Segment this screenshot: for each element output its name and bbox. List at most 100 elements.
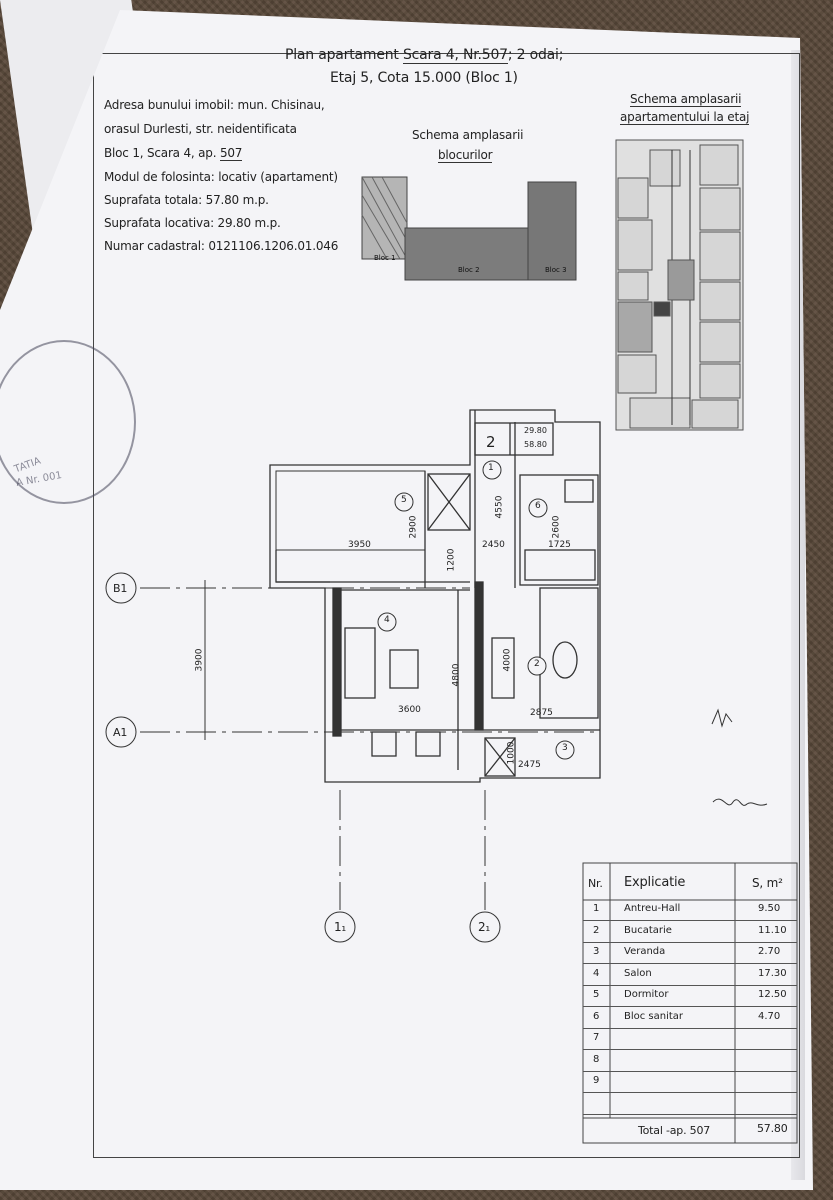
- dim-1725: 1725: [548, 540, 571, 550]
- table-cell-s: 2.70: [758, 946, 781, 957]
- block-schema: Bloc 1 Bloc 2 Bloc 3: [361, 176, 577, 281]
- dim-2600: 2600: [551, 515, 562, 539]
- plan-title-line1: Plan apartament Scara 4, Nr.507; 2 odai;: [285, 47, 564, 64]
- dim-1000: 1000: [506, 741, 517, 765]
- table-cell-nr: 6: [593, 1010, 600, 1022]
- bloc2-label: Bloc 2: [458, 266, 480, 274]
- outer-walls: [269, 409, 601, 783]
- table-row-divider: [583, 941, 797, 943]
- dim-4800: 4800: [451, 663, 462, 687]
- axis-1-label: 1₁: [334, 920, 347, 934]
- table-row-divider: [583, 1049, 797, 1050]
- table-row-divider: [583, 1027, 797, 1029]
- schema-etaj-title1-text: Schema amplasarii: [630, 92, 742, 107]
- table-cell-nr: 7: [593, 1032, 600, 1043]
- table-cell-nr: 4: [593, 967, 600, 979]
- title-suffix: ; 2 odai;: [507, 47, 564, 63]
- table-row-divider: [583, 984, 797, 986]
- address-line2: orasul Durlesti, str. neidentificata: [104, 122, 297, 136]
- address-line1: Adresa bunului imobil: mun. Chisinau,: [104, 98, 325, 112]
- table-cell-s: 9.50: [758, 903, 781, 914]
- table-row-divider: [583, 1092, 797, 1093]
- title-prefix: Plan apartament: [285, 47, 399, 63]
- table-header-explicatie: Explicatie: [624, 875, 686, 890]
- axis-a1-label: A1: [113, 726, 128, 739]
- floor-plan-drawing: Bloc 1 Bloc 2 Bloc 3: [105, 139, 798, 1144]
- table-row-divider: [583, 1006, 797, 1007]
- address-ap: 507: [219, 146, 243, 161]
- table-cell-name: Salon: [624, 967, 652, 979]
- axis-2-label: 2₁: [478, 920, 491, 934]
- suprafata-locativa: Suprafata locativa: 29.80 m.p.: [104, 216, 281, 230]
- explanations-table-frame: [582, 862, 798, 1144]
- table-cell-s: 4.70: [758, 1010, 781, 1022]
- axis-b1-label: B1: [113, 582, 128, 595]
- axes: [105, 572, 600, 943]
- schema-etaj-title2-text: apartamentului la etaj: [620, 110, 750, 125]
- table-row-divider: [583, 920, 797, 921]
- axis-b1-marker: [105, 572, 137, 604]
- dim-4550: 4550: [494, 495, 505, 519]
- bloc3-label: Bloc 3: [545, 266, 567, 274]
- title-scara: Scara 4, Nr.507: [402, 47, 508, 64]
- dim-4000: 4000: [502, 648, 513, 672]
- room-number-1: 1: [488, 463, 494, 473]
- signature-1: [711, 708, 733, 728]
- table-row-divider: [583, 1070, 797, 1072]
- page-edge: [791, 50, 805, 1180]
- room-number-2: 2: [534, 659, 540, 669]
- table-cell-nr: 1: [593, 903, 600, 914]
- table-cell-nr: 2: [593, 924, 600, 936]
- table-cell-nr: 5: [593, 989, 600, 1000]
- table-cell-name: Bloc sanitar: [624, 1010, 684, 1022]
- modul-folosinta: Modul de folosinta: locativ (apartament): [104, 170, 338, 184]
- schema-blocuri-title2-text: blocurilor: [438, 148, 493, 163]
- table-cell-s: 11.10: [758, 924, 787, 936]
- table-cell-name: Antreu-Hall: [624, 903, 681, 914]
- axis-2-marker: [469, 911, 501, 943]
- area-totala: 58.80: [524, 440, 547, 449]
- schema-blocuri-title2: blocurilor: [438, 148, 493, 163]
- room-number-4: 4: [384, 615, 390, 625]
- table-total-value: 57.80: [757, 1122, 788, 1135]
- address-line3: Bloc 1, Scara 4, ap. 507: [104, 146, 243, 161]
- address-line3-prefix: Bloc 1, Scara 4, ap.: [104, 146, 217, 160]
- dim-3600: 3600: [398, 705, 421, 715]
- table-cell-nr: 8: [593, 1053, 600, 1065]
- table-row-divider: [583, 1113, 797, 1115]
- table-cell-name: Veranda: [624, 946, 666, 957]
- dim-2450: 2450: [482, 540, 505, 550]
- table-header-nr: Nr.: [588, 877, 603, 890]
- table-cell-nr: 9: [593, 1075, 600, 1086]
- table-cell-s: 17.30: [758, 967, 787, 979]
- schema-blocuri-title1: Schema amplasarii: [412, 128, 524, 142]
- bloc2-shape: [404, 227, 534, 281]
- table-cell-s: 12.50: [758, 989, 787, 1000]
- table-cell-nr: 3: [593, 946, 600, 957]
- dim-3950: 3950: [348, 540, 371, 550]
- signature-2: [712, 798, 768, 806]
- dim-2900: 2900: [408, 515, 419, 539]
- dim-3900: 3900: [194, 648, 205, 672]
- table-cell-name: Dormitor: [624, 989, 669, 1000]
- table-header-s: S, m²: [752, 876, 783, 890]
- plan-title-line2: Etaj 5, Cota 15.000 (Bloc 1): [330, 70, 518, 86]
- table-row-divider: [583, 963, 797, 964]
- bloc3-shape: [527, 181, 577, 281]
- room-number-3: 3: [562, 743, 568, 753]
- table-total-label: Total -ap. 507: [638, 1124, 711, 1137]
- axis-1-marker: [324, 911, 356, 943]
- room-number-circles: [377, 460, 575, 760]
- axis-a1-marker: [105, 716, 137, 748]
- room-number-6: 6: [535, 501, 541, 511]
- room-number-5: 5: [401, 495, 407, 505]
- drawing-frame: [93, 53, 800, 1158]
- notary-stamp: TATIA A Nr. 001: [0, 340, 136, 504]
- suprafata-totala: Suprafata totala: 57.80 m.p.: [104, 193, 269, 207]
- table-cell-name: Bucatarie: [624, 924, 672, 936]
- schema-etaj-title1: Schema amplasarii: [630, 92, 742, 107]
- document-sheet: Plan apartament Scara 4, Nr.507; 2 odai;…: [0, 10, 813, 1190]
- apartment-plan: [269, 409, 601, 783]
- dim-2475: 2475: [518, 760, 541, 770]
- rooms-count: 2: [486, 433, 496, 451]
